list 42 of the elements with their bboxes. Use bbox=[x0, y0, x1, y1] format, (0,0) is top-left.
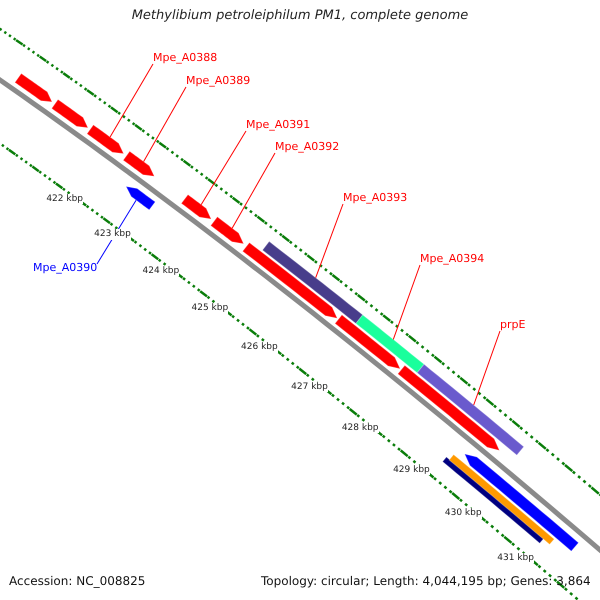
scale-label: 427 kbp bbox=[291, 382, 328, 392]
gene-block bbox=[122, 150, 156, 177]
footer-text: Topology: circular; Length: 4,044,195 bp; Genes: 3,864 bbox=[261, 575, 591, 589]
leader-line bbox=[232, 152, 276, 229]
scale-label: 424 kbp bbox=[142, 266, 180, 276]
gene-block bbox=[464, 453, 580, 552]
scale-label: 431 kbp bbox=[497, 552, 534, 564]
gene-label: Mpe_A0389 bbox=[186, 75, 250, 88]
scale-label: 425 kbp bbox=[192, 303, 228, 314]
gene-label: Mpe_A0392 bbox=[275, 141, 340, 154]
gene-block bbox=[262, 240, 364, 324]
gene-label: Mpe_A0390 bbox=[33, 262, 98, 275]
map-title: Methylibium petroleiphilum PM1, complete genome bbox=[130, 9, 470, 24]
scale-label: 430 kbp bbox=[444, 508, 482, 519]
gene-block bbox=[416, 364, 524, 456]
gene-block bbox=[242, 242, 338, 319]
scale-label: 422 kbp bbox=[46, 194, 83, 204]
gene-block bbox=[334, 314, 401, 370]
leader-line bbox=[315, 204, 344, 278]
scale-label: 423 kbp bbox=[94, 229, 131, 240]
gene-block bbox=[180, 194, 212, 220]
gene-block bbox=[14, 72, 53, 102]
gene-label: prpE bbox=[500, 319, 526, 332]
leader-line bbox=[110, 64, 154, 138]
gene-label: Mpe_A0391 bbox=[246, 119, 310, 132]
scale-label: 426 kbp bbox=[241, 342, 278, 353]
gene-block bbox=[397, 364, 500, 452]
footer-text: Accession: NC_008825 bbox=[9, 575, 146, 589]
gene-label: Mpe_A0388 bbox=[153, 52, 218, 65]
gene-block bbox=[355, 314, 425, 374]
scale-label: 429 kbp bbox=[393, 465, 430, 476]
gene-label: Mpe_A0393 bbox=[343, 192, 408, 205]
leader-line bbox=[392, 264, 420, 340]
gene-label: Mpe_A0394 bbox=[420, 253, 484, 266]
gene-block bbox=[51, 98, 89, 128]
leader-line bbox=[143, 86, 186, 162]
gene-block bbox=[210, 216, 244, 244]
scale-label: 428 kbp bbox=[342, 423, 379, 434]
gene-block bbox=[125, 186, 156, 211]
leader-line bbox=[473, 330, 500, 406]
gene-block bbox=[86, 124, 124, 154]
leader-line bbox=[200, 130, 246, 206]
